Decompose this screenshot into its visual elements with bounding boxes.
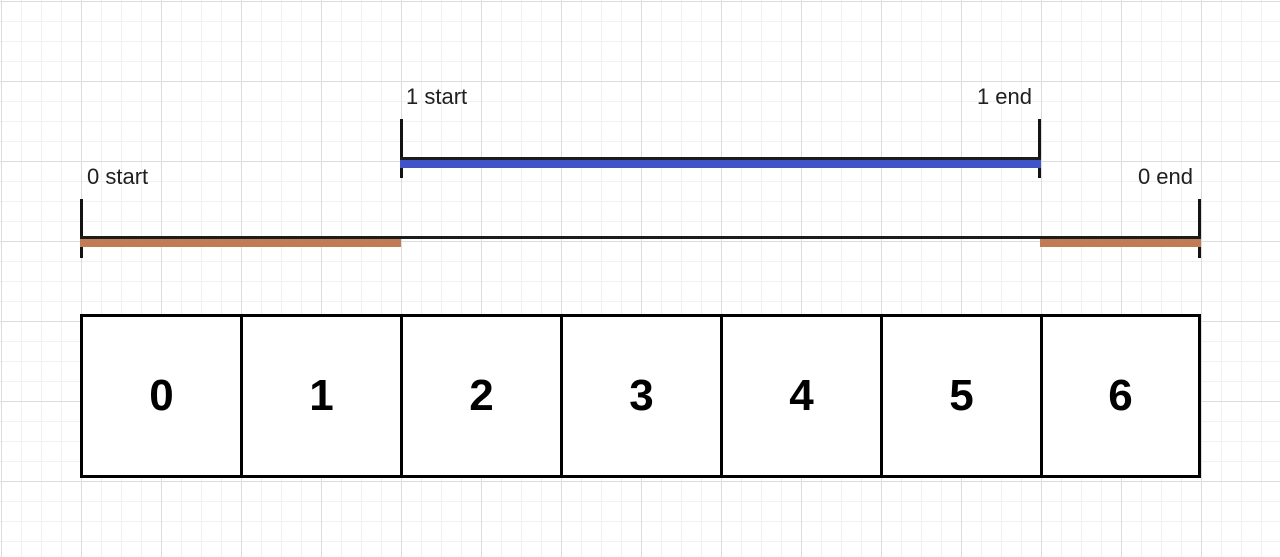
interval-0-end-label: 0 end [1137, 164, 1193, 189]
interval-1-start-label: 1 start [406, 84, 468, 109]
interval-1-end-label: 1 end [976, 84, 1032, 109]
array-cell[interactable]: 1 [243, 317, 403, 475]
interval-0-bar-segment-1 [1040, 236, 1201, 247]
interval-1-start-tick [400, 119, 403, 178]
array-cell[interactable]: 5 [883, 317, 1043, 475]
interval-0-bar-segment-0 [80, 236, 401, 247]
array-cell[interactable]: 4 [723, 317, 883, 475]
interval-1-bar-segment-0 [400, 157, 1041, 168]
array-container: 0 1 2 3 4 5 6 [80, 314, 1201, 478]
array-cell[interactable]: 3 [563, 317, 723, 475]
array-cell[interactable]: 2 [403, 317, 563, 475]
array-cell[interactable]: 0 [83, 317, 243, 475]
interval-0-end-tick [1198, 199, 1201, 258]
interval-0-start-label: 0 start [87, 164, 149, 189]
interval-0-gap-rule [400, 236, 1041, 239]
array-cell[interactable]: 6 [1043, 317, 1198, 475]
interval-0-start-tick [80, 199, 83, 258]
interval-1-end-tick [1038, 119, 1041, 178]
